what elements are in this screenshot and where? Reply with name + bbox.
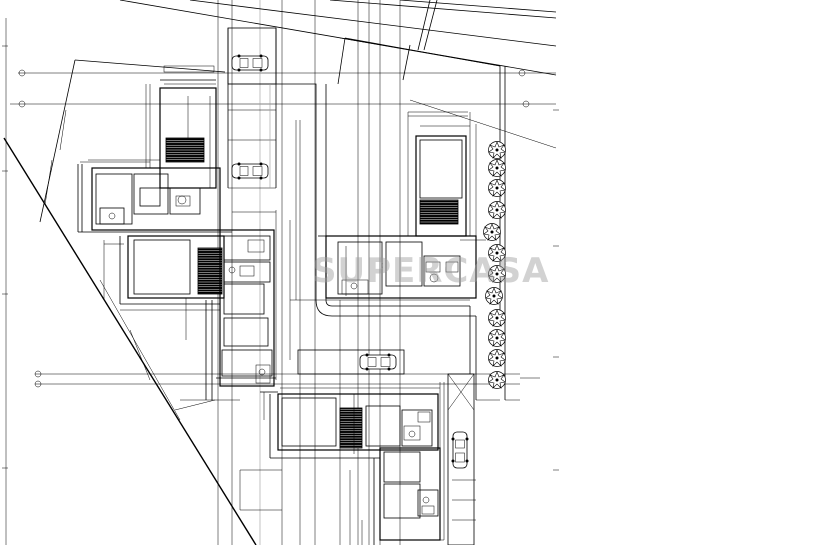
tree-icon — [488, 159, 506, 177]
car-icon — [451, 431, 469, 469]
stair-hatch-icon — [419, 199, 459, 225]
house-a — [77, 65, 232, 233]
tree-icon — [483, 223, 501, 241]
tree-icon — [488, 371, 506, 389]
tree-icon — [488, 329, 506, 347]
street-lines — [119, 0, 557, 149]
tree-icon — [488, 179, 506, 197]
car-icon — [359, 353, 397, 371]
reference-grid — [2, 0, 559, 545]
stair-hatch-icon — [197, 247, 223, 295]
tree-icon — [488, 309, 506, 327]
car-icon — [231, 54, 269, 72]
watermark-text: SUPERCASA — [312, 251, 550, 291]
car-icon — [231, 162, 269, 180]
tree-icon — [488, 141, 506, 159]
house-b — [103, 229, 278, 420]
site-boundary — [3, 59, 282, 545]
house-d — [269, 382, 445, 545]
stair-hatch-icon — [339, 407, 363, 449]
dimension-lines — [80, 125, 470, 389]
tree-icon — [488, 201, 506, 219]
garage-strip — [447, 373, 476, 545]
tree-icon — [488, 349, 506, 367]
house-c — [318, 111, 486, 299]
stair-hatch-icon — [165, 137, 205, 163]
